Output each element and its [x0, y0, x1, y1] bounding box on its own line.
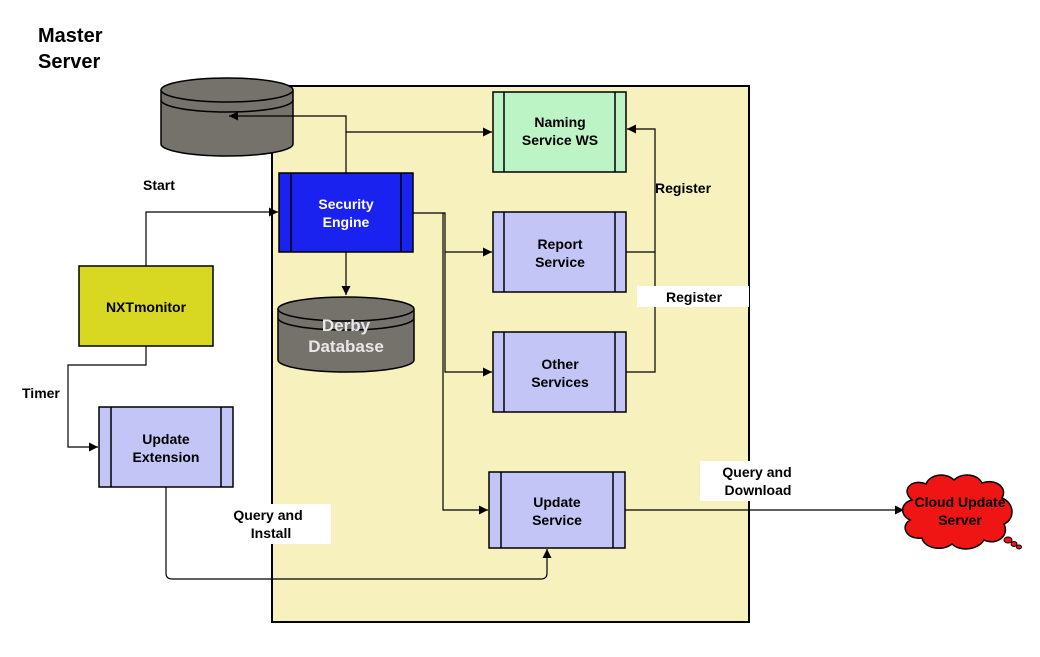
update-service-label-2: Service: [532, 512, 582, 528]
edge-security-to-other: [444, 252, 492, 377]
label-timer: Timer: [22, 385, 60, 401]
cloud-label-2: Server: [938, 512, 982, 528]
title-line-2: Server: [38, 51, 100, 73]
update-extension-node[interactable]: Update Extension: [98, 406, 234, 488]
label-register-1: Register: [655, 180, 712, 196]
label-query-install-2: Install: [251, 525, 291, 541]
update-extension-label-2: Extension: [133, 449, 200, 465]
update-service-node[interactable]: Update Service: [488, 471, 626, 549]
security-engine-node[interactable]: Security Engine: [278, 172, 414, 253]
report-label-1: Report: [537, 236, 582, 252]
naming-label-2: Service WS: [522, 132, 598, 148]
edge-security-to-update: [442, 213, 488, 515]
edge-security-to-report: [413, 212, 492, 257]
label-query-install-bg: [220, 504, 331, 544]
title-line-1: Master: [38, 25, 103, 47]
nxtmonitor-label: NXTmonitor: [106, 299, 187, 315]
naming-label-1: Naming: [534, 114, 585, 130]
edge-report-register: [626, 124, 656, 253]
edge-query-install: [165, 487, 552, 580]
label-timer-bg: [20, 380, 66, 402]
edge-security-to-masterdb: [229, 111, 347, 173]
master-database: [160, 77, 294, 157]
derby-label-1: Derby: [322, 316, 371, 335]
label-query-download-1: Query and: [722, 464, 791, 480]
label-register-2-bg: [637, 286, 749, 307]
security-engine-label-1: Security: [318, 196, 373, 212]
security-engine-label-2: Engine: [323, 214, 370, 230]
edge-timer: [67, 346, 147, 452]
update-service-label-1: Update: [533, 494, 581, 510]
label-query-download-bg: [700, 461, 800, 501]
nxtmonitor-node[interactable]: NXTmonitor: [78, 265, 214, 347]
label-register-2: Register: [666, 289, 723, 305]
naming-service-node[interactable]: Naming Service WS: [492, 91, 627, 173]
edge-start: [145, 207, 278, 266]
connectors: [67, 111, 904, 580]
label-query-download-2: Download: [725, 482, 792, 498]
cloud-shape: [901, 474, 1013, 550]
derby-database-node[interactable]: Derby Database: [277, 296, 415, 373]
cloud-label-1: Cloud Update: [915, 494, 1006, 510]
report-label-2: Service: [535, 254, 585, 270]
label-query-install-1: Query and: [233, 507, 302, 523]
derby-label-2: Database: [308, 337, 384, 356]
other-label-1: Other: [541, 356, 579, 372]
report-service-node[interactable]: Report Service: [492, 211, 627, 293]
label-start: Start: [143, 177, 175, 193]
update-extension-label-1: Update: [142, 431, 190, 447]
other-label-2: Services: [531, 374, 589, 390]
cloud-update-server-node[interactable]: Cloud Update Server: [901, 474, 1022, 550]
other-services-node[interactable]: Other Services: [492, 331, 627, 413]
